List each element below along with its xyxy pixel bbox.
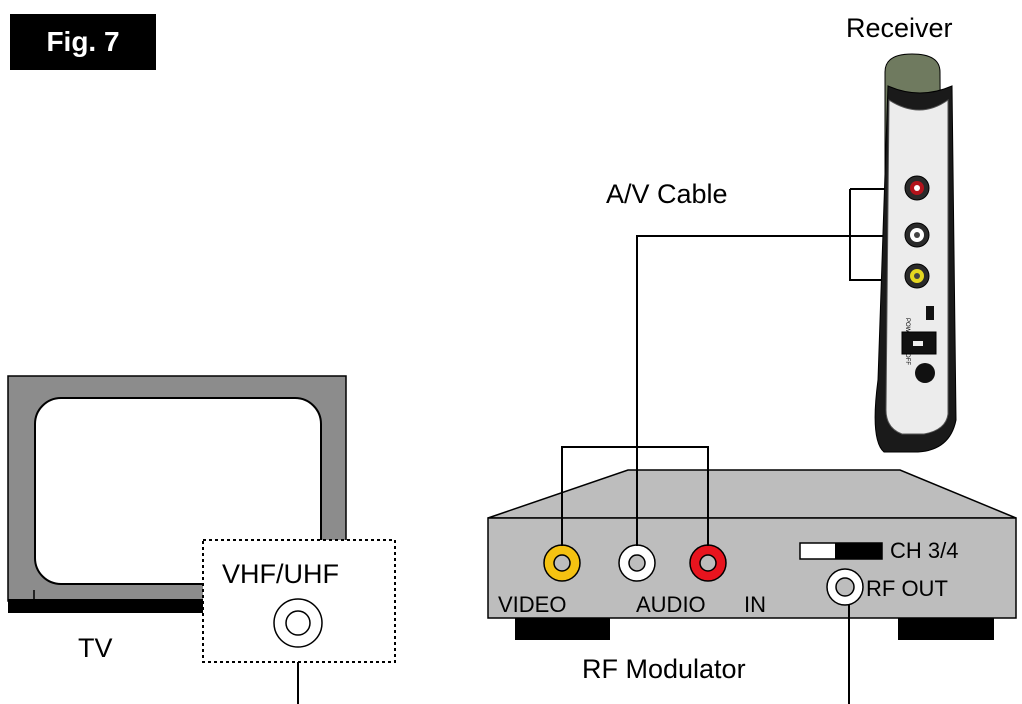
- rf-modulator: VIDEO AUDIO IN CH 3/4 RF OUT RF Modulato…: [487, 469, 1017, 704]
- tv-base: [8, 599, 218, 613]
- modulator-front: [487, 517, 1017, 619]
- video-label: VIDEO: [498, 592, 566, 617]
- in-label: IN: [744, 592, 766, 617]
- figure-label: Fig. 7: [10, 14, 156, 70]
- receiver-label: Receiver: [846, 13, 953, 43]
- rf-modulator-label: RF Modulator: [582, 654, 746, 684]
- rf-out-label: RF OUT: [866, 576, 948, 601]
- receiver-foot: [915, 363, 935, 383]
- receiver: POWER ON OFF Receiver: [846, 13, 957, 453]
- vhf-uhf-callout: VHF/UHF: [202, 539, 396, 704]
- ch-3-4-label: CH 3/4: [890, 538, 958, 563]
- modulator-top: [487, 469, 1017, 519]
- audio-label: AUDIO: [636, 592, 706, 617]
- modulator-foot-right: [898, 618, 994, 640]
- modulator-foot-left: [515, 618, 610, 640]
- tv-label: TV: [78, 633, 113, 663]
- vhf-uhf-label: VHF/UHF: [222, 559, 339, 589]
- av-cable-label: A/V Cable: [606, 179, 728, 209]
- tv-screen: [34, 397, 322, 585]
